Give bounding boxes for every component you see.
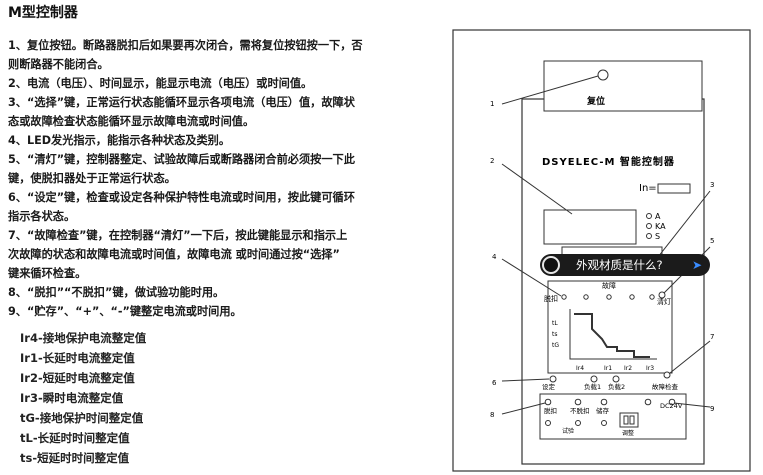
row1-label: 故障检查 (652, 382, 679, 391)
load1-indicator (590, 375, 598, 383)
fault-check-key[interactable] (663, 371, 671, 379)
display-window (543, 209, 637, 245)
list-item: 键，使脱扣器处于正常运行状态。 (8, 172, 176, 185)
adjust-switch[interactable] (619, 412, 639, 428)
curve-label-tl: tL (552, 320, 558, 327)
row1-label: 设定 (542, 382, 556, 391)
fault-label: 故障 (602, 281, 616, 290)
legend-item: Ir3-瞬时电流整定值 (20, 391, 124, 405)
keypad-area (539, 393, 687, 440)
list-item: 7、“故障检查”键，在控制器“清灯”一下后，按此键能显示和指示上 (8, 229, 348, 242)
unit-s: S (655, 232, 660, 241)
legend-item: ts-短延时时间整定值 (20, 451, 130, 465)
callout-3: 3 (710, 181, 714, 189)
in-box (657, 183, 691, 194)
callout-6: 6 (492, 379, 497, 387)
axis-label-ir4: Ir4 (576, 365, 584, 372)
trip-key[interactable] (544, 398, 552, 406)
brand-label: DSYELEC-M 智能控制器 (542, 155, 675, 168)
list-item: 3、“选择”键，正常运行状态能循环显示各项电流（电压）值，故障状 (8, 96, 355, 109)
callout-5: 5 (710, 237, 714, 245)
no-trip-key[interactable] (574, 398, 582, 406)
list-item: 次故障的状态和故障电流或时间值，故障电流 或时间通过按“选择” (8, 248, 340, 261)
reset-label: 复位 (586, 95, 605, 107)
list-item: 4、LED发光指示，能指示各种状态及类别。 (8, 134, 231, 147)
tooltip-text: 外观材质是什么? (576, 258, 663, 272)
reset-area (543, 60, 703, 112)
list-item: 键来循环检查。 (8, 267, 87, 280)
axis-label-ir3: Ir3 (646, 365, 654, 372)
legend-item: Ir2-短延时电流整定值 (20, 371, 135, 385)
bottom-label: 调整 (622, 429, 634, 437)
row2-label: 脱扣 (544, 406, 557, 415)
callout-4: 4 (492, 253, 497, 261)
list-item: 6、“设定”键，检查或设定各种保护特性电流或时间用，按此键可循环 (8, 191, 355, 204)
list-item: 2、电流（电压）、时间显示，能显示电流（电压）或时间值。 (8, 77, 313, 90)
question-tooltip[interactable]: 外观材质是什么? ➤ (540, 254, 710, 276)
plus-key[interactable] (644, 398, 652, 406)
trip-label: 脱扣 (544, 294, 558, 303)
list-item: 8、“脱扣”“不脱扣”键，做试验功能时用。 (8, 286, 225, 299)
callout-8: 8 (490, 411, 494, 419)
row1-label: 负载2 (608, 382, 625, 391)
list-item: 指示各状态。 (8, 210, 76, 223)
dc-label: DC24V (660, 402, 683, 410)
curve-label-tg: tG (552, 342, 559, 349)
in-label: In= (639, 183, 657, 194)
row2-label: 储存 (596, 406, 610, 415)
row2-label: 不脱扣 (570, 406, 590, 415)
clear-button[interactable] (658, 291, 666, 299)
clear-label: 清灯 (657, 297, 671, 306)
list-item: 态或故障检查状态能循环显示故障电流或时间值。 (8, 115, 255, 128)
curve-label-ts: ts (552, 331, 557, 338)
minus-key[interactable] (668, 398, 676, 406)
store-key[interactable] (600, 398, 608, 406)
unit-ka: KA (655, 222, 666, 231)
callout-9: 9 (710, 405, 714, 413)
legend-item: tL-长延时时间整定值 (20, 431, 130, 445)
list-item: 1、复位按钮。断路器脱扣后如果要再次闭合，需将复位按钮按一下，否 (8, 39, 363, 52)
legend-item: Ir1-长延时电流整定值 (20, 351, 135, 365)
row1-label: 负载1 (584, 382, 601, 391)
unit-a: A (655, 212, 661, 221)
legend-item: tG-接地保护时间整定值 (20, 411, 144, 425)
callout-1: 1 (490, 100, 494, 108)
bottom-label: 试验 (562, 427, 574, 435)
axis-label-ir1: Ir1 (604, 365, 612, 372)
page-title: M型控制器 (8, 5, 78, 21)
axis-label-ir2: Ir2 (624, 365, 632, 372)
avatar (542, 256, 560, 274)
chevron-right-icon[interactable]: ➤ (691, 258, 702, 272)
callout-2: 2 (490, 157, 494, 165)
controller-diagram: 复位 DSYELEC-M 智能控制器 In= A KA S 故障 脱扣 清灯 t… (452, 29, 752, 473)
set-key[interactable] (549, 375, 557, 383)
callout-7: 7 (710, 333, 714, 341)
list-item: 则断路器不能闭合。 (8, 58, 109, 71)
list-item: 5、“清灯”键，控制器整定、试验故障后或断路器闭合前必须按一下此 (8, 153, 355, 166)
load2-indicator (612, 375, 620, 383)
reset-button[interactable] (597, 69, 609, 81)
list-item: 9、“贮存”、“+”、“-”键整定电流或时间用。 (8, 305, 242, 318)
legend-item: Ir4-接地保护电流整定值 (20, 331, 147, 345)
